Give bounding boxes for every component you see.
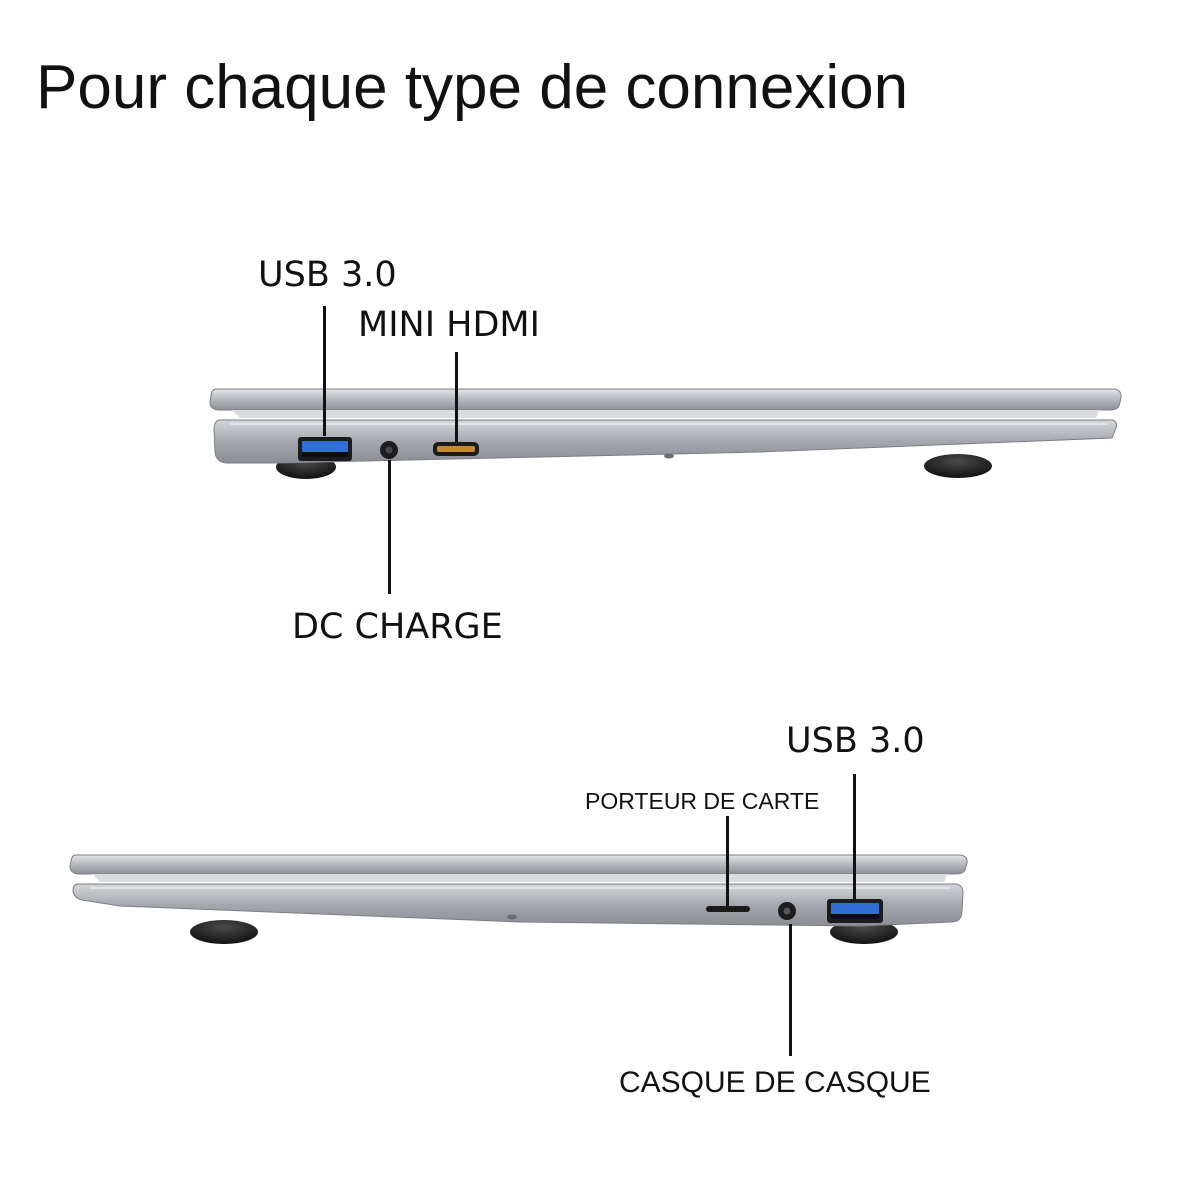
rubber-foot xyxy=(190,920,258,944)
rubber-foot xyxy=(924,454,992,478)
card-slot-label: PORTEUR DE CARTE xyxy=(585,788,820,814)
laptop-lid xyxy=(209,388,1122,411)
usb-leader-line xyxy=(323,306,326,436)
dc-charge-leader-line xyxy=(388,460,391,594)
headphone-jack-icon xyxy=(778,902,796,920)
dc-charge-port-icon xyxy=(380,441,398,459)
headphone-leader-line xyxy=(789,924,792,1056)
card-slot-leader-line xyxy=(726,816,729,908)
laptop-base xyxy=(72,883,964,927)
mini-hdmi-label: MINI HDMI xyxy=(358,305,540,345)
card-slot-icon xyxy=(706,906,750,912)
usb-label: USB 3.0 xyxy=(786,721,925,761)
usb-port-icon xyxy=(298,437,352,461)
usb-port-icon xyxy=(827,899,883,923)
page-title: Pour chaque type de connexion xyxy=(36,53,909,122)
usb-leader-line xyxy=(853,774,856,900)
headphone-label: CASQUE DE CASQUE xyxy=(619,1066,931,1099)
mini-hdmi-port-icon xyxy=(433,442,479,456)
laptop-lid xyxy=(69,854,968,875)
usb-label: USB 3.0 xyxy=(258,255,397,295)
dc-charge-label: DC CHARGE xyxy=(292,607,503,647)
mini-hdmi-leader-line xyxy=(455,352,458,442)
